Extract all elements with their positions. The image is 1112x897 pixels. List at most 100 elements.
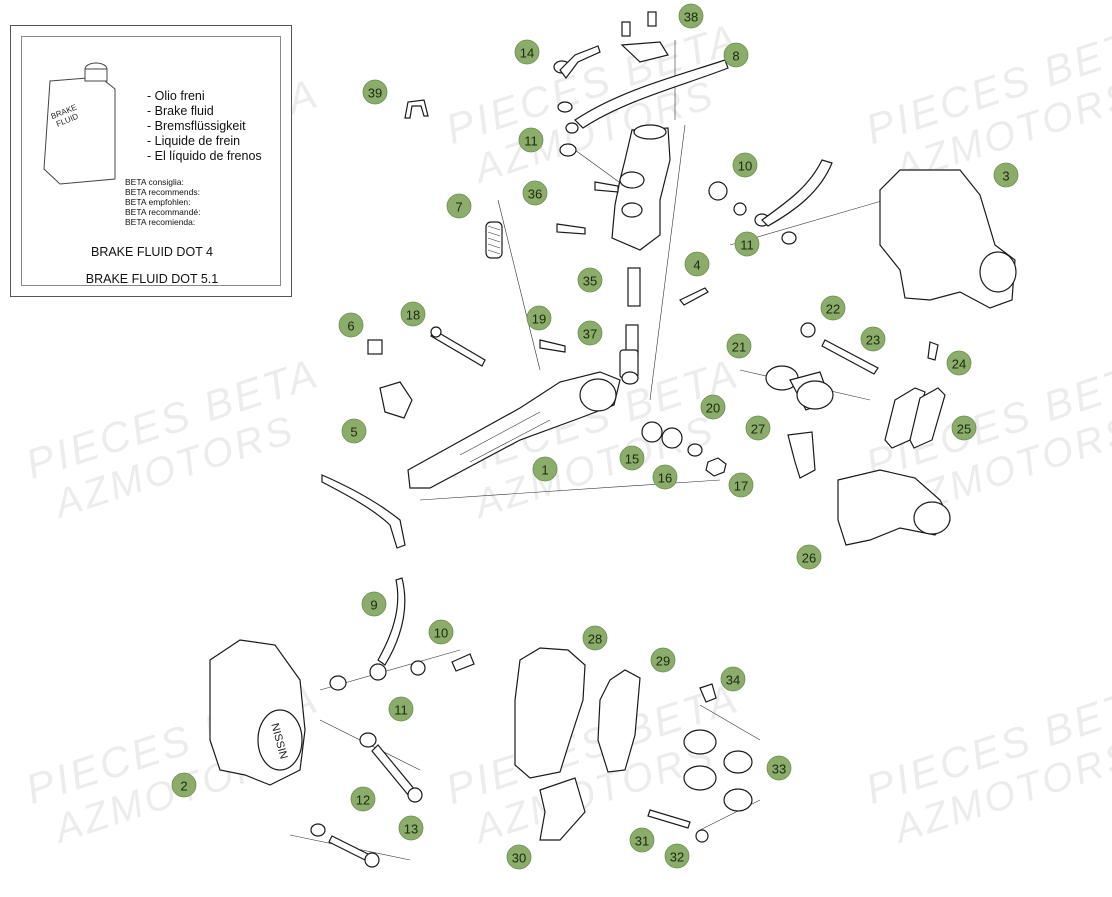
info-inner-frame: BRAKE FLUID Olio freni Brake fluid Brems… bbox=[21, 36, 281, 286]
part-callout-24: 24 bbox=[946, 350, 972, 376]
callout-badge bbox=[664, 843, 690, 869]
callout-number: 4 bbox=[693, 258, 700, 273]
fluid-name-item: Bremsflüssigkeit bbox=[147, 119, 262, 134]
callout-number: 12 bbox=[356, 793, 370, 808]
part-callout-11: 11 bbox=[388, 696, 414, 722]
callout-badge bbox=[388, 696, 414, 722]
part-callout-22: 22 bbox=[820, 295, 846, 321]
callout-badge bbox=[398, 815, 424, 841]
callout-number: 7 bbox=[455, 200, 462, 215]
part-callout-1: 1 bbox=[532, 456, 558, 482]
callout-badge bbox=[506, 844, 532, 870]
recommendation-item: BETA recommends: bbox=[125, 187, 200, 197]
part-callout-32: 32 bbox=[664, 843, 690, 869]
callout-badge bbox=[650, 647, 676, 673]
fluid-spec-dot51: BRAKE FLUID DOT 5.1 bbox=[85, 272, 219, 286]
callout-badge bbox=[951, 415, 977, 441]
callout-number: 24 bbox=[952, 357, 966, 372]
callout-badge bbox=[526, 305, 552, 331]
callout-number: 31 bbox=[635, 834, 649, 849]
part-callout-31: 31 bbox=[629, 827, 655, 853]
callout-number: 33 bbox=[772, 762, 786, 777]
callout-badge bbox=[577, 267, 603, 293]
part-callout-21: 21 bbox=[726, 333, 752, 359]
callout-number: 15 bbox=[625, 452, 639, 467]
callout-number: 37 bbox=[583, 327, 597, 342]
fluid-name-item: Olio freni bbox=[147, 89, 262, 104]
callout-number: 39 bbox=[368, 86, 382, 101]
callout-badge bbox=[860, 326, 886, 352]
part-callout-9: 9 bbox=[361, 591, 387, 617]
part-callout-15: 15 bbox=[619, 445, 645, 471]
part-callout-38: 38 bbox=[678, 3, 704, 29]
callout-badge bbox=[946, 350, 972, 376]
front-caliper-part-2: NISSIN bbox=[209, 639, 306, 786]
part-callout-39: 39 bbox=[362, 79, 388, 105]
part-callout-14: 14 bbox=[514, 39, 540, 65]
callout-number: 18 bbox=[406, 308, 420, 323]
part-callout-20: 20 bbox=[700, 394, 726, 420]
recommendation-item: BETA empfohlen: bbox=[125, 197, 191, 207]
spring-part-7 bbox=[485, 221, 503, 259]
recommendation-item: BETA recommandé: bbox=[125, 207, 201, 217]
callout-number: 25 bbox=[957, 422, 971, 437]
part-callout-11: 11 bbox=[518, 127, 544, 153]
callout-number: 29 bbox=[656, 654, 670, 669]
callout-number: 17 bbox=[734, 479, 748, 494]
part-callout-8: 8 bbox=[723, 42, 749, 68]
callout-badge bbox=[734, 231, 760, 257]
callout-number: 36 bbox=[528, 187, 542, 202]
callout-number: 1 bbox=[541, 463, 548, 478]
callout-number: 11 bbox=[394, 703, 408, 718]
banjo-bolt-part-14 bbox=[553, 45, 601, 79]
callout-badge bbox=[629, 827, 655, 853]
part-callout-37: 37 bbox=[577, 320, 603, 346]
callout-number: 11 bbox=[524, 134, 538, 149]
callout-number: 20 bbox=[706, 401, 720, 416]
fluid-name-item: Brake fluid bbox=[147, 104, 262, 119]
callout-number: 2 bbox=[180, 779, 187, 794]
part-callout-35: 35 bbox=[577, 267, 603, 293]
brake-fluid-info-box: BRAKE FLUID Olio freni Brake fluid Brems… bbox=[10, 25, 292, 297]
callout-number: 21 bbox=[732, 340, 746, 355]
callout-badge bbox=[361, 591, 387, 617]
part-callout-16: 16 bbox=[652, 464, 678, 490]
callout-number: 35 bbox=[583, 274, 597, 289]
part-callout-5: 5 bbox=[341, 418, 367, 444]
rear-caliper-part-3 bbox=[879, 169, 1017, 309]
callout-badge bbox=[726, 333, 752, 359]
callout-number: 38 bbox=[684, 10, 698, 25]
callout-badge bbox=[684, 251, 710, 277]
fluid-spec-dot4: BRAKE FLUID DOT 4 bbox=[90, 245, 214, 259]
master-cylinder-part-4 bbox=[611, 124, 671, 356]
part-callout-25: 25 bbox=[951, 415, 977, 441]
fluid-name-item: El líquido de frenos bbox=[147, 149, 262, 164]
callout-badge bbox=[745, 415, 771, 441]
callout-badge bbox=[723, 42, 749, 68]
callout-badge bbox=[577, 320, 603, 346]
callout-number: 27 bbox=[751, 422, 765, 437]
callout-number: 11 bbox=[740, 238, 754, 253]
part-callout-17: 17 bbox=[728, 472, 754, 498]
callout-badge bbox=[820, 295, 846, 321]
callout-badge bbox=[700, 394, 726, 420]
part-callout-23: 23 bbox=[860, 326, 886, 352]
callout-number: 10 bbox=[738, 159, 752, 174]
callout-number: 3 bbox=[1002, 169, 1009, 184]
part-callout-12: 12 bbox=[350, 786, 376, 812]
callout-badge bbox=[619, 445, 645, 471]
callout-number: 23 bbox=[866, 333, 880, 348]
callout-badge bbox=[171, 772, 197, 798]
part-callout-36: 36 bbox=[522, 180, 548, 206]
callout-number: 32 bbox=[670, 850, 684, 865]
callout-badge bbox=[362, 79, 388, 105]
callout-badge bbox=[522, 180, 548, 206]
callout-number: 30 bbox=[512, 851, 526, 866]
part-callout-18: 18 bbox=[400, 301, 426, 327]
pistons-part-21 bbox=[765, 365, 834, 411]
fluid-name-item: Liquide de frein bbox=[147, 134, 262, 149]
callout-number: 13 bbox=[404, 822, 418, 837]
callout-number: 5 bbox=[350, 425, 357, 440]
